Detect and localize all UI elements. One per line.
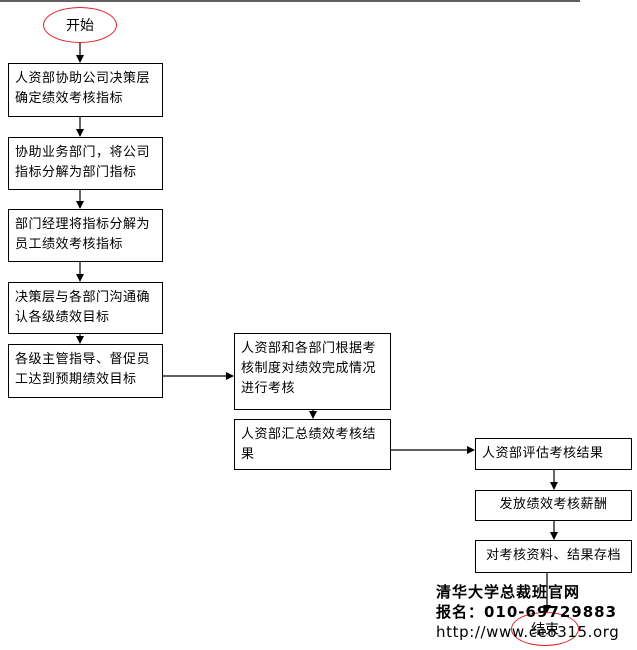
step-archive-label: 对考核资料、结果存档 <box>485 548 621 563</box>
step-summarize-label: 人资部汇总绩效考核结果 <box>241 427 377 462</box>
step-supervise-label: 各级主管指导、督促员工达到预期绩效目标 <box>15 352 151 387</box>
step-evaluate-box: 人资部评估考核结果 <box>475 438 632 470</box>
step-decompose-employee-box: 部门经理将指标分解为员工绩效考核指标 <box>8 209 163 262</box>
start-node: 开始 <box>43 7 117 43</box>
step-evaluate-label: 人资部评估考核结果 <box>482 446 604 461</box>
step-confirm-goals-label: 决策层与各部门沟通确认各级绩效目标 <box>15 290 151 325</box>
step-decompose-employee-label: 部门经理将指标分解为员工绩效考核指标 <box>15 217 151 252</box>
step-decompose-department-label: 协助业务部门，将公司指标分解为部门指标 <box>15 145 151 180</box>
step-pay-box: 发放绩效考核薪酬 <box>475 490 632 521</box>
step-define-kpi-box: 人资部协助公司决策层确定绩效考核指标 <box>8 63 163 117</box>
end-label: 结束 <box>531 622 559 638</box>
step-confirm-goals-box: 决策层与各部门沟通确认各级绩效目标 <box>8 282 163 334</box>
watermark-title: 清华大学总裁班官网 <box>436 583 581 601</box>
step-decompose-department-box: 协助业务部门，将公司指标分解为部门指标 <box>8 137 163 190</box>
step-archive-box: 对考核资料、结果存档 <box>475 540 632 573</box>
watermark: 清华大学总裁班官网 报名：010-69729883 http://www.ceo… <box>436 582 619 642</box>
step-define-kpi-label: 人资部协助公司决策层确定绩效考核指标 <box>15 71 151 106</box>
end-node: 结束 <box>511 612 579 646</box>
step-assess-label: 人资部和各部门根据考核制度对绩效完成情况进行考核 <box>241 341 377 396</box>
watermark-phone: 报名：010-69729883 <box>436 603 618 621</box>
step-summarize-box: 人资部汇总绩效考核结果 <box>234 419 391 470</box>
step-assess-box: 人资部和各部门根据考核制度对绩效完成情况进行考核 <box>234 333 391 410</box>
step-supervise-box: 各级主管指导、督促员工达到预期绩效目标 <box>8 344 163 398</box>
start-label: 开始 <box>66 18 94 34</box>
step-pay-label: 发放绩效考核薪酬 <box>499 497 608 512</box>
watermark-url: http://www.ceo315.org <box>436 623 620 641</box>
